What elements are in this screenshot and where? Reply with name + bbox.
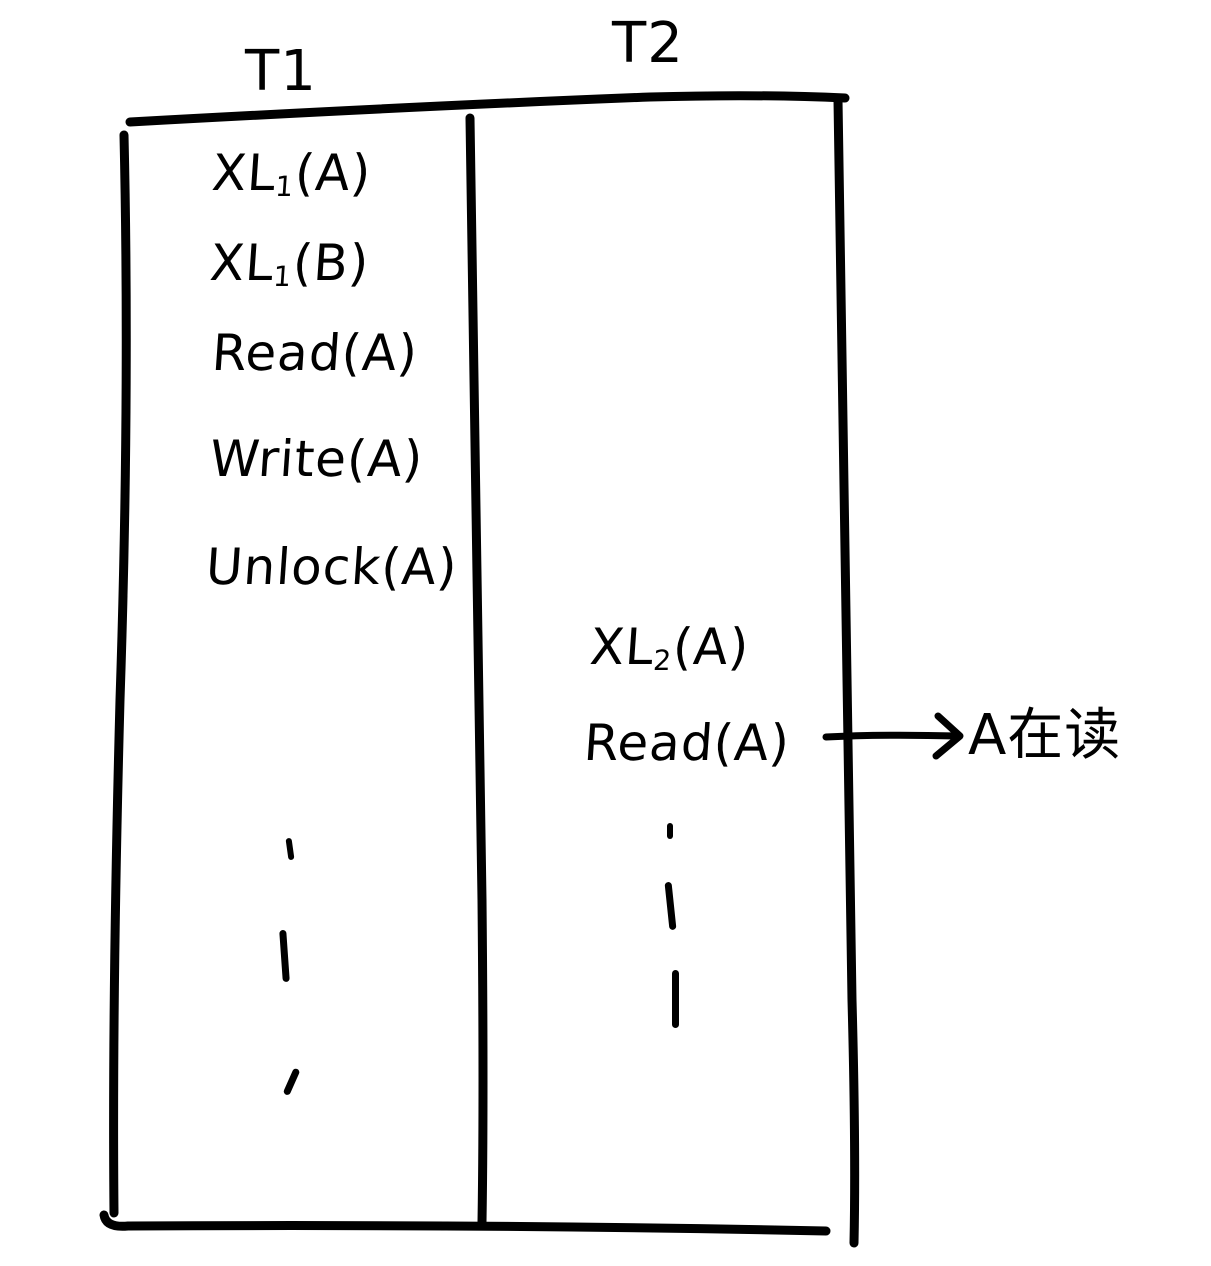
t1-column-header: T1 <box>245 39 317 104</box>
operation-name: XL <box>588 618 657 676</box>
operation-name: Read <box>210 324 344 382</box>
t1-dot-1 <box>285 838 295 860</box>
table-right-border <box>833 95 860 1248</box>
operation-name: XL <box>210 144 279 202</box>
t1-operation: Write(A) <box>208 430 425 488</box>
operation-argument: (A) <box>339 324 420 382</box>
t2-dot-3 <box>672 970 679 1028</box>
operation-argument: (A) <box>293 144 374 202</box>
operation-name: Read <box>582 714 716 772</box>
t1-dot-2 <box>279 930 290 982</box>
t2-dot-1 <box>667 823 673 839</box>
t1-dot-3 <box>283 1068 300 1095</box>
operation-argument: (A) <box>711 714 792 772</box>
t2-dot-2 <box>664 882 677 930</box>
t1-operation: XL1(A) <box>210 144 373 203</box>
annotation-arrow <box>822 731 962 741</box>
operation-argument: (A) <box>345 430 426 488</box>
operation-subscript: 2 <box>652 644 674 677</box>
annotation-label: A在读 <box>968 703 1122 768</box>
operation-subscript: 1 <box>274 170 296 203</box>
table-left-border <box>109 130 131 1218</box>
t1-operation: Unlock(A) <box>204 538 459 596</box>
table-bottom-border <box>99 1210 831 1236</box>
annotation-arrow-head <box>932 712 964 760</box>
t1-continuation-marks <box>279 838 300 1095</box>
operation-name: Write <box>208 430 350 488</box>
column-divider <box>465 113 488 1227</box>
t1-operation: Read(A) <box>210 324 420 382</box>
t2-column-header: T2 <box>612 11 684 76</box>
table-top-border <box>125 91 850 127</box>
t2-operation: Read(A) <box>582 714 792 772</box>
t1-operation: XL1(B) <box>208 234 371 293</box>
operation-name: Unlock <box>204 538 384 596</box>
t2-continuation-marks <box>664 823 679 1028</box>
operation-argument: (A) <box>379 538 460 596</box>
t2-operation: XL2(A) <box>588 618 751 677</box>
operation-argument: (B) <box>291 234 372 292</box>
operation-subscript: 1 <box>272 260 294 293</box>
operation-name: XL <box>208 234 277 292</box>
operation-argument: (A) <box>671 618 752 676</box>
